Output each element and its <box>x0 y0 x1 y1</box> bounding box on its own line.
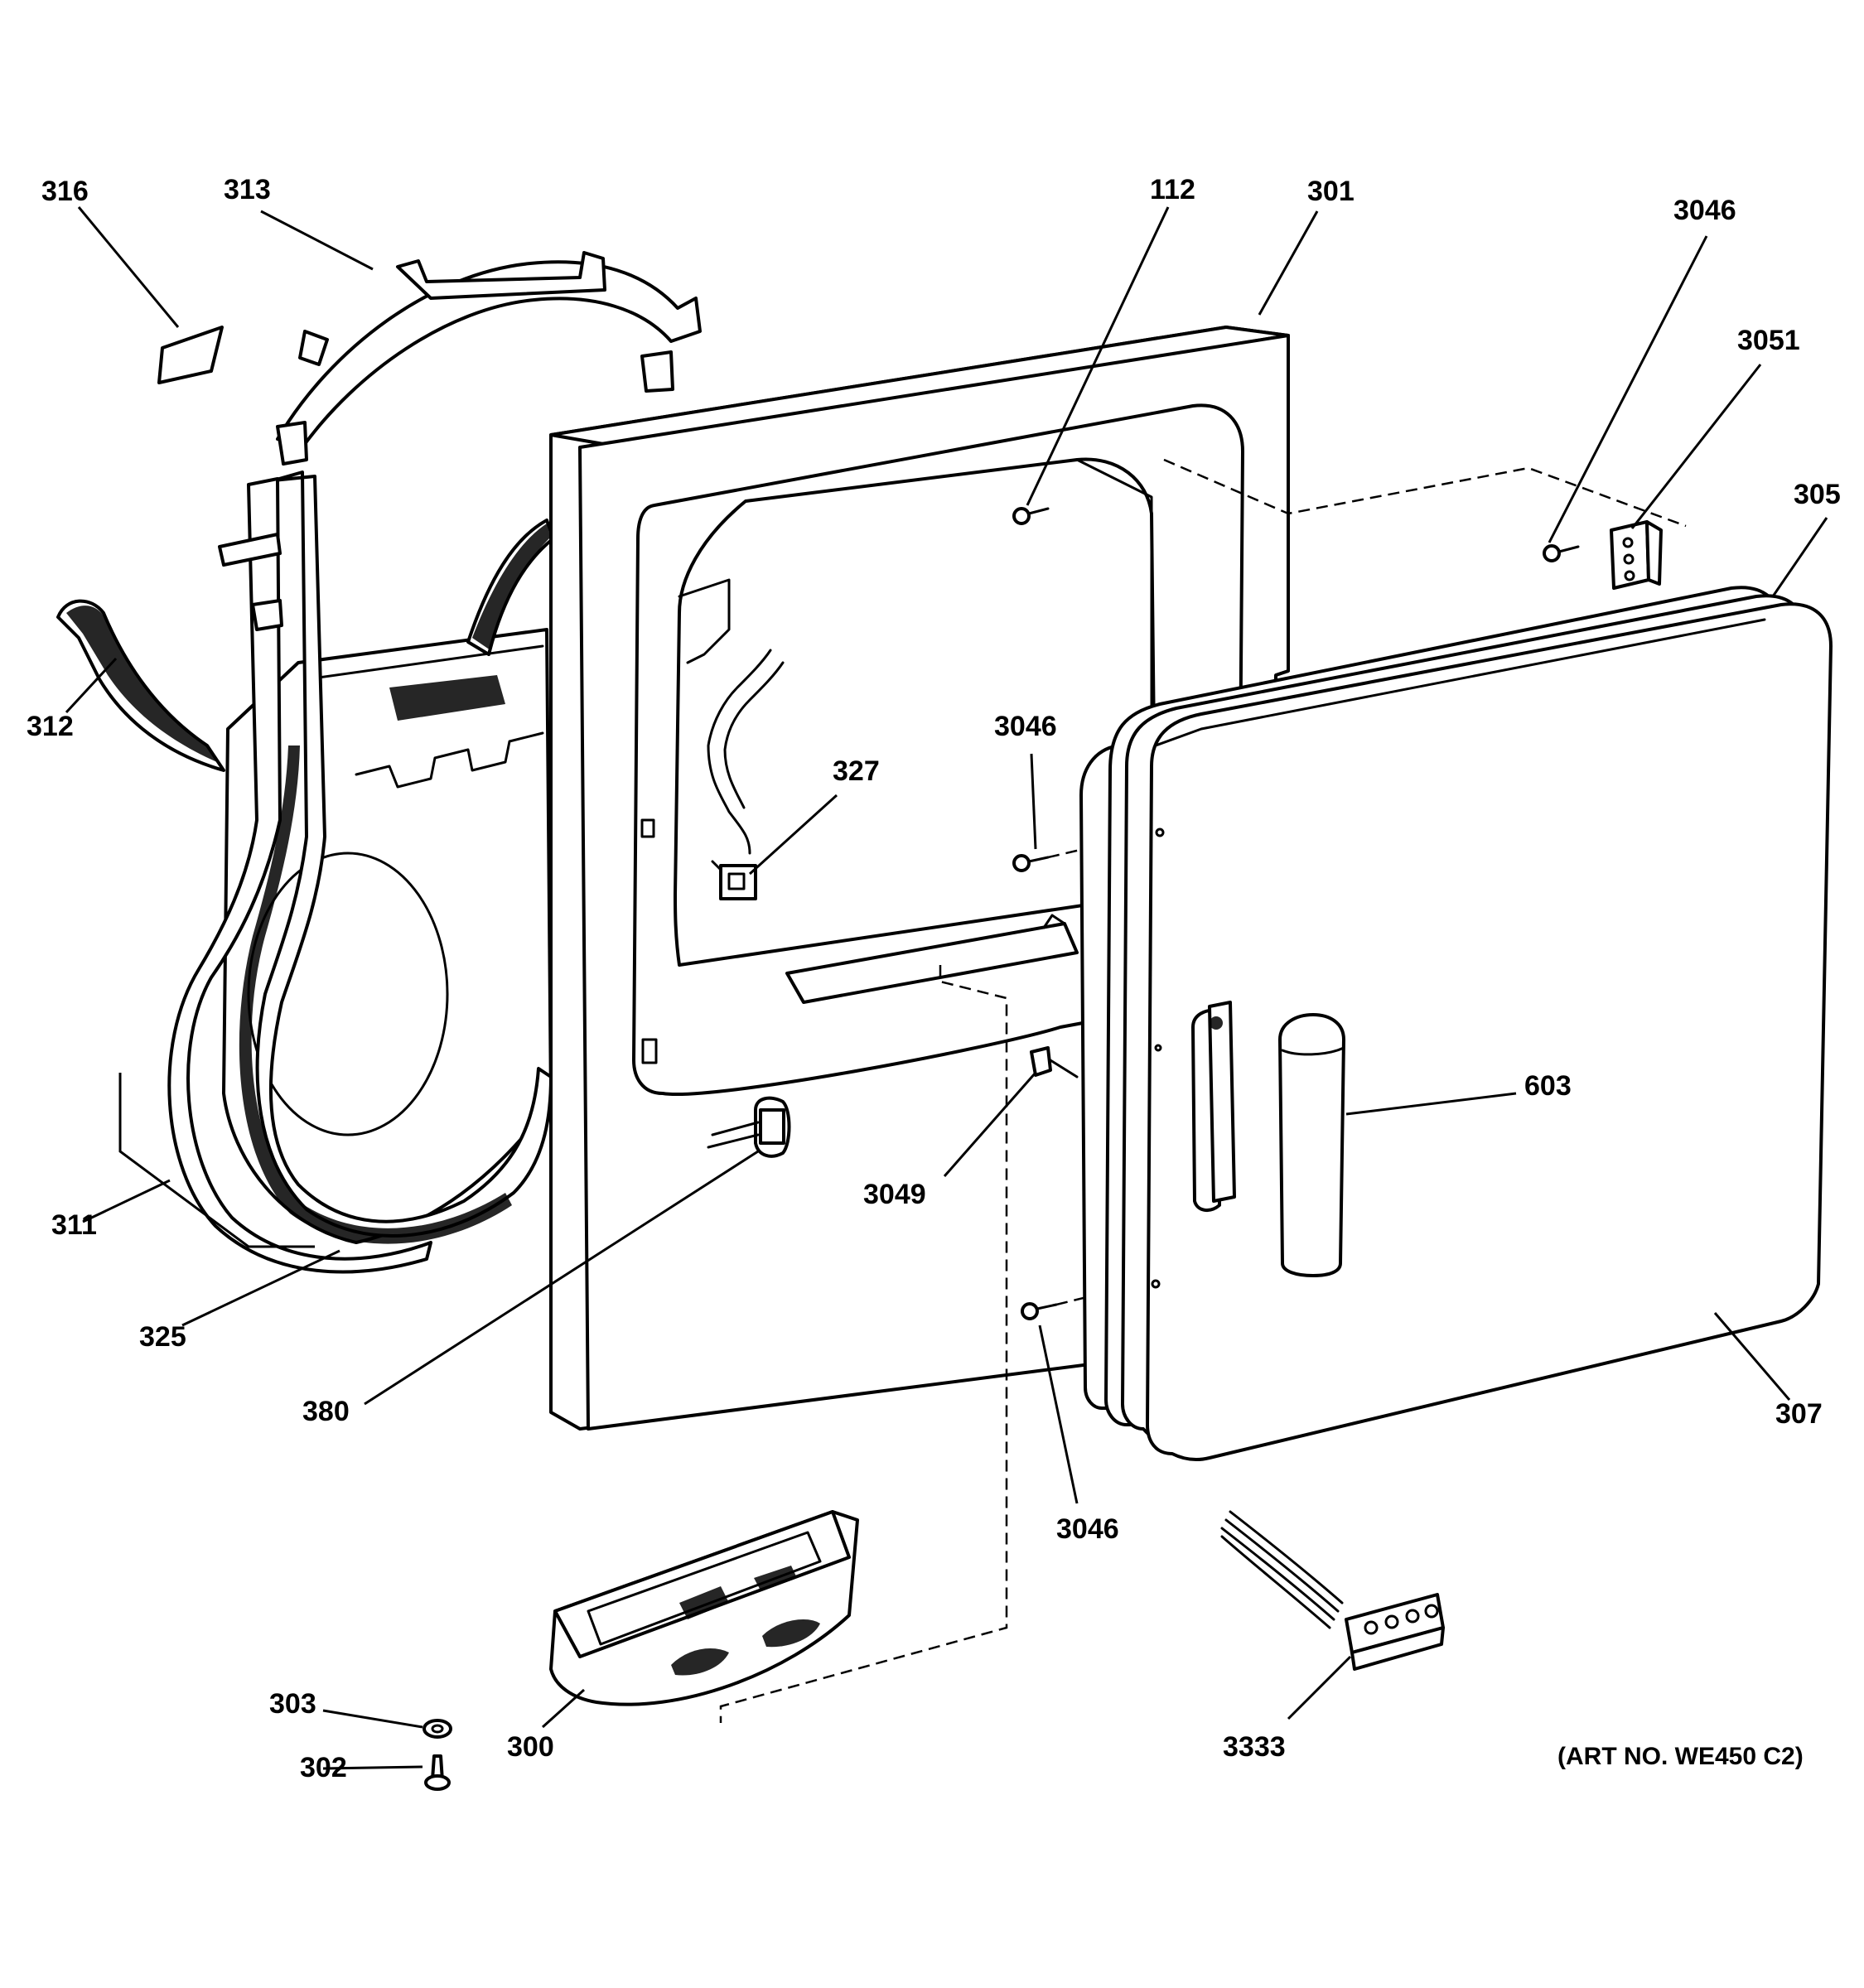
label-3051: 3051 <box>1737 325 1800 356</box>
label-311: 311 <box>51 1209 97 1241</box>
leader-lines <box>65 206 1828 1770</box>
part-3049-strike <box>1030 1046 1079 1078</box>
part-316-strip <box>157 326 224 384</box>
label-313: 313 <box>224 174 271 205</box>
label-603: 603 <box>1524 1070 1572 1102</box>
part-labels: 316 313 312 311 325 380 112 301 3046 305… <box>27 174 1841 1783</box>
part-303-washer <box>423 1719 452 1739</box>
label-3333: 3333 <box>1223 1731 1286 1763</box>
label-301: 301 <box>1307 176 1355 207</box>
label-3049: 3049 <box>863 1179 926 1210</box>
label-307: 307 <box>1775 1398 1823 1430</box>
screw-112 <box>1012 507 1050 525</box>
label-312: 312 <box>27 711 74 742</box>
part-327-door-switch <box>707 649 785 900</box>
part-3051-hinge <box>1610 520 1663 590</box>
label-112: 112 <box>1150 174 1195 205</box>
label-380: 380 <box>302 1396 350 1427</box>
screw-3046-hinge <box>1543 544 1580 562</box>
label-3046-hinge: 3046 <box>1673 195 1736 226</box>
alignment-line-lint <box>719 965 1008 1723</box>
part-300-lint-filter <box>549 1510 859 1706</box>
art-number: (ART NO. WE450 C2) <box>1557 1743 1804 1770</box>
alignment-line-hinge <box>1163 458 1687 528</box>
label-327: 327 <box>833 755 880 787</box>
part-313-upper-bulkhead <box>276 251 702 466</box>
label-3046-lower: 3046 <box>1056 1513 1119 1545</box>
part-311-325-drum-seals <box>167 470 553 1274</box>
screw-3046-panel <box>1012 854 1050 872</box>
label-325: 325 <box>139 1321 186 1353</box>
label-316: 316 <box>41 176 89 207</box>
label-303: 303 <box>269 1688 316 1720</box>
label-300: 300 <box>507 1731 554 1763</box>
part-302-screw <box>424 1754 451 1791</box>
label-302: 302 <box>300 1752 347 1783</box>
label-3046-panel: 3046 <box>994 711 1057 742</box>
part-305-307-door <box>1079 586 1833 1462</box>
part-3333-wire-harness <box>1220 1510 1445 1671</box>
label-305: 305 <box>1794 479 1841 510</box>
part-380-switch <box>707 1096 791 1158</box>
screw-3046-lower <box>1021 1302 1058 1320</box>
